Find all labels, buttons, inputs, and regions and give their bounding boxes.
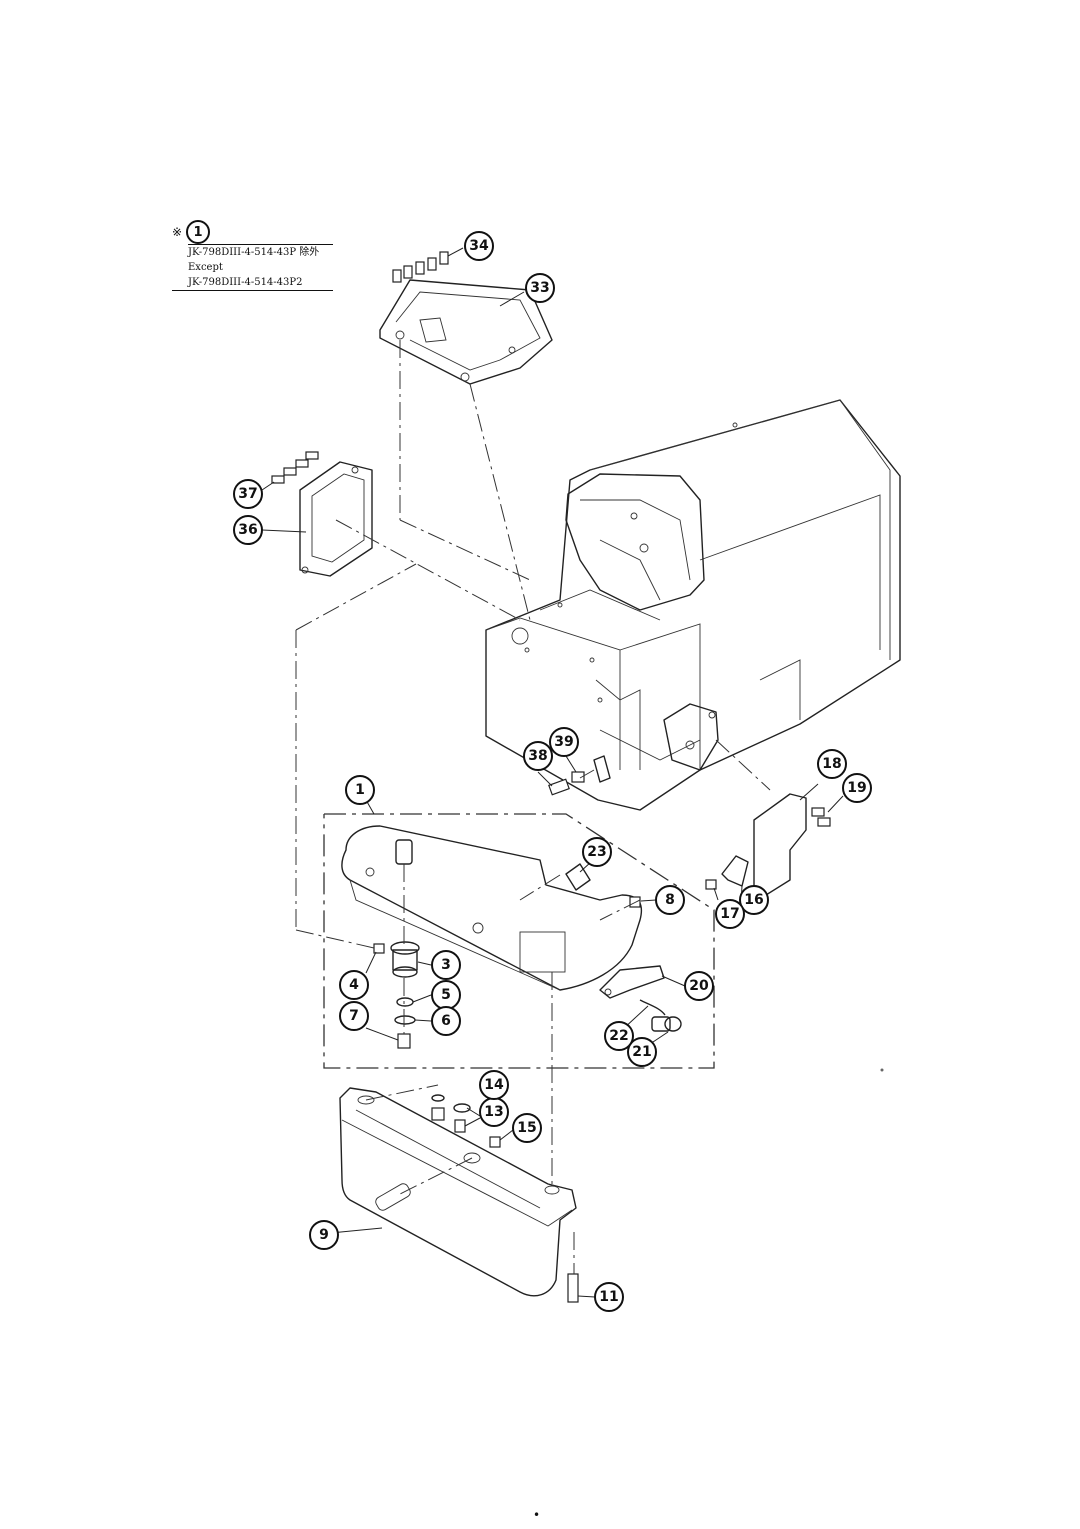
svg-text:1: 1 [355,782,365,798]
machine-body [485,399,901,811]
note-reference: ※ 1 [172,220,342,244]
svg-text:16: 16 [744,892,763,908]
nut-39 [571,771,585,783]
callout-17: 17 [715,899,745,929]
svg-text:6: 6 [441,1013,451,1029]
svg-text:14: 14 [484,1077,504,1093]
svg-text:17: 17 [720,906,739,922]
callout-39: 39 [549,727,579,757]
svg-text:23: 23 [587,844,606,860]
svg-text:3: 3 [441,957,451,973]
callout-8: 8 [655,885,685,915]
callout-16: 16 [739,885,769,915]
svg-text:13: 13 [484,1104,503,1120]
callout-19: 19 [842,773,872,803]
svg-text:11: 11 [599,1289,618,1305]
svg-text:36: 36 [238,522,257,538]
svg-text:39: 39 [554,734,573,750]
callouts: 1 3 4 5 6 7 8 9 11 13 14 15 16 17 18 19 … [233,231,872,1312]
callout-18: 18 [817,749,847,779]
svg-text:15: 15 [517,1120,536,1136]
alignment-lines [295,340,771,1274]
callout-11: 11 [594,1282,624,1312]
screw-38 [548,778,570,796]
callout-7: 7 [339,1001,369,1031]
svg-text:5: 5 [441,987,451,1003]
callout-34: 34 [464,231,494,261]
callout-23: 23 [582,837,612,867]
bracket-18 [753,793,807,896]
oil-cap-3 [390,941,420,978]
callout-21: 21 [627,1037,657,1067]
dot-mark [880,1068,884,1072]
washer-5 [396,997,414,1007]
callout-6: 6 [431,1006,461,1036]
svg-text:4: 4 [349,977,359,993]
svg-text:19: 19 [847,780,866,796]
bracket-16 [721,855,749,887]
frame-36 [299,461,373,577]
spring-22 [639,999,666,1016]
svg-text:20: 20 [689,978,709,994]
svg-text:9: 9 [319,1227,329,1243]
callout-3: 3 [431,950,461,980]
callout-5: 5 [431,980,461,1010]
callout-22: 22 [604,1021,634,1051]
screw-7 [397,1033,411,1049]
screw-17 [705,879,717,890]
screws-19 [811,807,831,827]
reservoir-cover [341,825,643,991]
svg-text:8: 8 [665,892,675,908]
callout-13: 13 [479,1097,509,1127]
callout-1: 1 [345,775,375,805]
svg-text:21: 21 [632,1044,651,1060]
svg-text:7: 7 [349,1008,359,1024]
callout-20: 20 [684,971,714,1001]
screws-37 [271,451,319,484]
oil-tank-9 [339,1087,577,1297]
nut-4 [373,943,385,954]
reference-mark: ※ [172,224,183,239]
footer-dot: • [533,1508,541,1522]
svg-text:22: 22 [609,1028,628,1044]
assembly-boundary-1 [323,813,715,1069]
screws-34 [392,251,449,283]
svg-text:18: 18 [822,756,841,772]
tank-screws [431,1094,579,1303]
washer-6 [394,1015,416,1025]
callout-9: 9 [309,1220,339,1250]
callout-36: 36 [233,515,263,545]
knob-21 [651,1016,682,1032]
note-part-number: 1 [186,220,211,244]
note-line-3: JK-798DIII-4-514-43P2 [172,275,333,291]
callout-14: 14 [479,1070,509,1100]
cover-plate-33 [379,279,553,385]
svg-text:37: 37 [238,486,257,502]
note-divider [188,244,333,245]
callout-38: 38 [523,741,553,771]
lever-20 [599,965,665,999]
callout-15: 15 [512,1113,542,1143]
callout-4: 4 [339,970,369,1000]
svg-text:34: 34 [469,238,489,254]
note-line-1: JK-798DIII-4-514-43P 除外 [188,247,320,258]
note-line-2: Except [188,262,223,273]
svg-text:33: 33 [530,280,549,296]
callout-37: 37 [233,479,263,509]
svg-text:38: 38 [528,748,547,764]
clip-23 [565,863,591,891]
callout-33: 33 [525,273,555,303]
applicability-note: ※ 1 JK-798DIII-4-514-43P 除外 Except JK-79… [172,220,342,291]
